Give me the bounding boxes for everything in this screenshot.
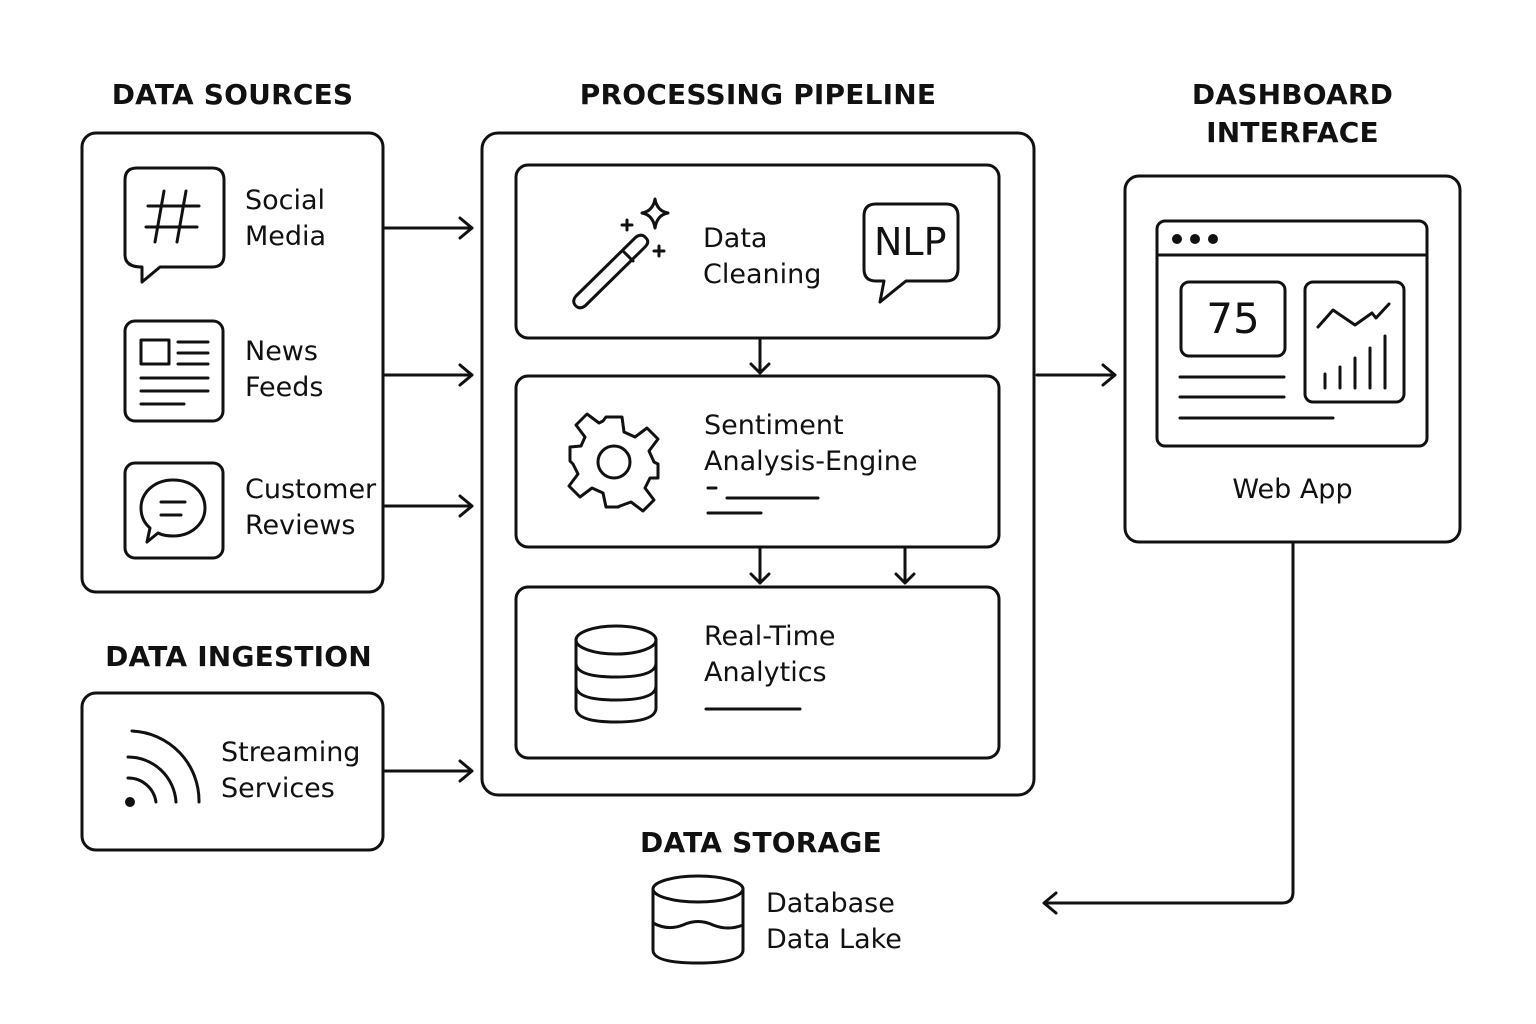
wifi-signal-icon [125, 729, 201, 807]
real-time-analytics-stage [514, 585, 1001, 760]
ingestion-label-line2: Services [221, 773, 335, 804]
kpi-card [1179, 280, 1287, 358]
data-ingestion-heading: DATA INGESTION [105, 640, 372, 673]
ingestion-streaming-services[interactable]: Streaming Services [221, 735, 360, 807]
chart-card [1303, 280, 1406, 404]
database-icon [574, 624, 658, 724]
arrow-cleaning-to-sentiment [749, 338, 771, 375]
bar-chart-icon [1323, 334, 1387, 390]
gear-icon [567, 412, 660, 513]
dashboard-panel [1123, 174, 1462, 544]
arrow-news-to-pipeline [383, 363, 474, 387]
stage-real-time-analytics[interactable]: Real-Time Analytics [704, 619, 836, 691]
source-news-feeds[interactable]: News Feeds [245, 334, 323, 406]
nlp-badge: NLP [874, 220, 947, 264]
nlp-bubble-icon [862, 202, 960, 304]
arrow-sentiment-to-analytics-right [894, 547, 916, 585]
kpi-value: 75 [1206, 294, 1260, 343]
chat-bubble-icon [123, 461, 225, 560]
processing-pipeline-heading: PROCESSING PIPELINE [579, 78, 937, 111]
data-cleaning-stage [514, 163, 1001, 340]
dashboard-interface-heading-line1: DASHBOARD [1191, 78, 1394, 111]
storage-database-data-lake[interactable]: Database Data Lake [766, 886, 902, 958]
source-label-line2: Feeds [245, 372, 324, 403]
arrow-sentiment-to-analytics-left [749, 547, 771, 585]
source-label-line1: Customer [245, 474, 377, 505]
stage-label-line1: Data [703, 223, 768, 254]
source-customer-reviews[interactable]: Customer Reviews [245, 472, 376, 544]
stage-label-line2: Cleaning [703, 259, 822, 290]
arrow-streaming-to-pipeline [383, 759, 474, 783]
stage-label-line2: Analysis-Engine [704, 446, 918, 477]
newspaper-icon [123, 319, 225, 423]
processing-pipeline-panel [480, 131, 1036, 797]
pipeline-arrows [749, 338, 916, 585]
storage-label-line1: Database [766, 888, 895, 919]
stage-label-line1: Sentiment [704, 410, 844, 441]
source-label-line1: News [245, 336, 318, 367]
arrow-social-to-pipeline [383, 216, 474, 240]
database-lake-icon [651, 874, 745, 965]
magic-wand-icon [572, 197, 670, 310]
sentiment-text-lines [706, 486, 820, 515]
source-social-media[interactable]: Social Media [245, 183, 326, 255]
arrow-dashboard-to-storage [1042, 542, 1295, 915]
source-label-line2: Reviews [245, 510, 356, 541]
ingestion-label-line1: Streaming [221, 737, 361, 768]
source-label-line2: Media [245, 221, 327, 252]
source-arrows [383, 216, 474, 783]
dashboard-interface-heading-line2: INTERFACE [1206, 116, 1379, 149]
web-app-caption[interactable]: Web App [1232, 474, 1353, 505]
arrow-reviews-to-pipeline [383, 494, 474, 518]
stage-data-cleaning[interactable]: Data Cleaning [703, 221, 821, 293]
browser-window-icon [1155, 219, 1429, 448]
hashtag-icon [123, 166, 226, 284]
stage-label-line2: Analytics [704, 657, 827, 688]
stage-label-line1: Real-Time [704, 621, 836, 652]
storage-label-line2: Data Lake [766, 924, 902, 955]
data-storage-heading: DATA STORAGE [640, 826, 882, 859]
data-sources-heading: DATA SOURCES [111, 78, 354, 111]
arrow-pipeline-to-dashboard [1035, 363, 1117, 387]
sentiment-engine-stage [514, 374, 1001, 549]
stage-sentiment-engine[interactable]: Sentiment Analysis-Engine [704, 408, 918, 480]
trend-line-icon [1316, 302, 1391, 329]
source-label-line1: Social [245, 185, 326, 216]
data-sources-panel [80, 131, 385, 594]
data-ingestion-panel [80, 691, 385, 852]
